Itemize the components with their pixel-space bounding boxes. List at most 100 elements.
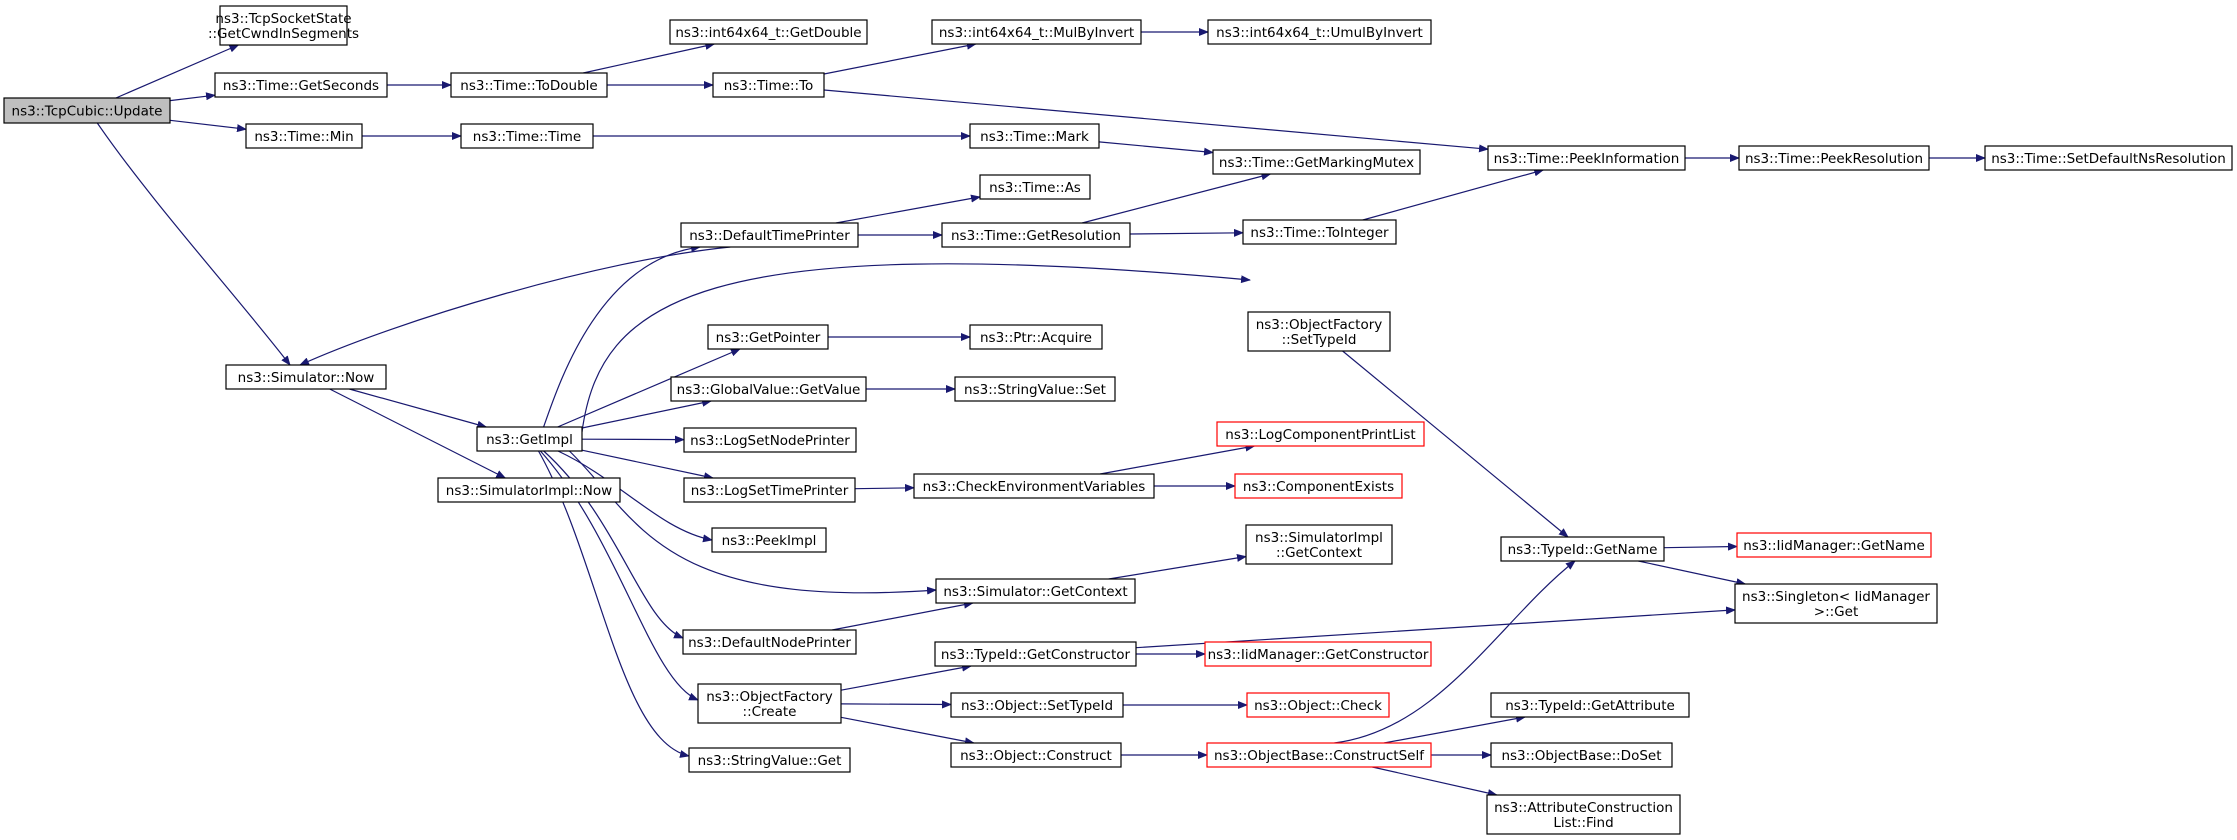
- node-mutex[interactable]: ns3::Time::GetMarkingMutex: [1212, 149, 1421, 175]
- node-simimplnow[interactable]: ns3::SimulatorImpl::Now: [437, 477, 621, 503]
- edge-tidgetname-to-iidgetname: [1663, 542, 1738, 551]
- node-singleton[interactable]: ns3::Singleton< IidManager >::Get: [1734, 583, 1938, 624]
- node-tidgetname[interactable]: ns3::TypeId::GetName: [1500, 536, 1665, 562]
- node-label: ::Create: [743, 704, 797, 720]
- node-box: [688, 747, 851, 773]
- node-label: ns3::Time::As: [989, 180, 1081, 196]
- node-label: ns3::TcpSocketState: [215, 11, 351, 27]
- node-tidgetctor[interactable]: ns3::TypeId::GetConstructor: [934, 641, 1137, 667]
- edge-getimpl-to-lstp: [581, 449, 714, 481]
- node-box: [219, 5, 348, 46]
- node-iidgetctor[interactable]: ns3::IidManager::GetConstructor: [1204, 641, 1432, 667]
- edge-getimpl-to-getpointer: [557, 348, 741, 428]
- node-label: ns3::DefaultTimePrinter: [689, 228, 850, 244]
- node-box: [707, 324, 829, 350]
- node-to[interactable]: ns3::Time::To: [712, 72, 825, 98]
- node-iidgetname[interactable]: ns3::IidManager::GetName: [1736, 532, 1932, 558]
- node-peekimpl[interactable]: ns3::PeekImpl: [711, 527, 827, 553]
- node-min[interactable]: ns3::Time::Min: [245, 123, 363, 149]
- node-ofcreate[interactable]: ns3::ObjectFactory::Create: [697, 683, 842, 724]
- node-objsettype[interactable]: ns3::Object::SetTypeId: [950, 692, 1124, 718]
- node-simnow[interactable]: ns3::Simulator::Now: [225, 364, 387, 390]
- node-label: ns3::ObjectBase::ConstructSelf: [1214, 748, 1425, 764]
- node-box: [913, 473, 1155, 499]
- node-box: [460, 123, 594, 149]
- node-obconstructself[interactable]: ns3::ObjectBase::ConstructSelf: [1206, 742, 1432, 768]
- node-timetime[interactable]: ns3::Time::Time: [460, 123, 594, 149]
- node-svset[interactable]: ns3::StringValue::Set: [954, 376, 1116, 402]
- edge-getimpl-to-deftp: [543, 244, 701, 428]
- node-box: [1212, 149, 1421, 175]
- node-setdefres[interactable]: ns3::Time::SetDefaultNsResolution: [1984, 145, 2233, 171]
- node-label: ns3::Time::GetSeconds: [223, 78, 379, 94]
- node-peekinfo[interactable]: ns3::Time::PeekInformation: [1487, 145, 1686, 171]
- node-gvgetvalue[interactable]: ns3::GlobalValue::GetValue: [670, 376, 867, 402]
- node-box: [979, 174, 1091, 200]
- node-label: ns3::Time::GetMarkingMutex: [1219, 155, 1414, 171]
- node-label: ns3::DefaultNodePrinter: [688, 635, 851, 651]
- node-box: [1487, 145, 1686, 171]
- node-label: >::Get: [1814, 604, 1858, 620]
- node-box: [935, 578, 1136, 604]
- node-label: ns3::Ptr::Acquire: [980, 330, 1092, 346]
- node-objconstruct[interactable]: ns3::Object::Construct: [950, 742, 1122, 768]
- edge-tointeger-to-peekinfo: [1362, 168, 1545, 221]
- node-label: ns3::CheckEnvironmentVariables: [923, 479, 1146, 495]
- node-label: ns3::ObjectFactory: [706, 689, 833, 705]
- edge-mark-to-mutex: [1098, 141, 1214, 156]
- node-compexists[interactable]: ns3::ComponentExists: [1234, 473, 1403, 499]
- node-checkenv[interactable]: ns3::CheckEnvironmentVariables: [913, 473, 1155, 499]
- node-ptracquire[interactable]: ns3::Ptr::Acquire: [969, 324, 1103, 350]
- node-box: [1245, 524, 1393, 565]
- edge-to-to-peekinfo: [823, 89, 1489, 153]
- node-todouble[interactable]: ns3::Time::ToDouble: [450, 72, 608, 98]
- node-umulbyinv[interactable]: ns3::int64x64_t::UmulByInvert: [1207, 19, 1432, 45]
- edge-ofcreate-to-objconstruct: [840, 716, 975, 746]
- node-label: ns3::int64x64_t::GetDouble: [675, 25, 861, 41]
- node-getpointer[interactable]: ns3::GetPointer: [707, 324, 829, 350]
- node-getdouble[interactable]: ns3::int64x64_t::GetDouble: [669, 19, 868, 45]
- node-simgetctx[interactable]: ns3::Simulator::GetContext: [935, 578, 1136, 604]
- node-defnp[interactable]: ns3::DefaultNodePrinter: [682, 629, 857, 655]
- node-update[interactable]: ns3::TcpCubic::Update: [3, 97, 171, 124]
- node-svget[interactable]: ns3::StringValue::Get: [688, 747, 851, 773]
- node-box: [683, 427, 857, 453]
- node-objcheck[interactable]: ns3::Object::Check: [1246, 692, 1390, 718]
- node-box: [931, 19, 1142, 45]
- node-label: ::GetContext: [1276, 545, 1362, 561]
- node-getimpl[interactable]: ns3::GetImpl: [476, 426, 583, 452]
- node-getres[interactable]: ns3::Time::GetResolution: [941, 222, 1131, 248]
- node-deftp[interactable]: ns3::DefaultTimePrinter: [680, 222, 859, 248]
- node-tointeger[interactable]: ns3::Time::ToInteger: [1242, 219, 1397, 245]
- node-label: ns3::AttributeConstruction: [1494, 800, 1673, 816]
- node-mark[interactable]: ns3::Time::Mark: [969, 123, 1100, 149]
- node-lcpl[interactable]: ns3::LogComponentPrintList: [1216, 421, 1425, 447]
- node-box: [1486, 794, 1681, 835]
- edge-update-to-getseconds: [169, 92, 216, 102]
- node-label: ns3::GlobalValue::GetValue: [677, 382, 861, 398]
- node-box: [450, 72, 608, 98]
- node-as[interactable]: ns3::Time::As: [979, 174, 1091, 200]
- edge-getimpl-to-peekimpl: [557, 450, 713, 543]
- node-obdoset[interactable]: ns3::ObjectBase::DoSet: [1490, 742, 1673, 768]
- node-box: [712, 72, 825, 98]
- edge-getimpl-to-ofsettype: [581, 263, 1251, 432]
- node-tidgetattr[interactable]: ns3::TypeId::GetAttribute: [1490, 692, 1690, 718]
- node-label: ns3::SimulatorImpl::Now: [446, 483, 612, 499]
- node-box: [680, 222, 859, 248]
- node-cwnd[interactable]: ns3::TcpSocketState::GetCwndInSegments: [208, 5, 359, 46]
- node-peekres[interactable]: ns3::Time::PeekResolution: [1738, 145, 1930, 171]
- edge-ofsettype-to-tidgetname: [1342, 350, 1569, 538]
- node-simimplctx[interactable]: ns3::SimulatorImpl::GetContext: [1245, 524, 1393, 565]
- node-lsnp[interactable]: ns3::LogSetNodePrinter: [683, 427, 857, 453]
- node-lstp[interactable]: ns3::LogSetTimePrinter: [683, 477, 856, 503]
- node-label: ns3::ObjectBase::DoSet: [1501, 748, 1661, 764]
- node-mulbyinv[interactable]: ns3::int64x64_t::MulByInvert: [931, 19, 1142, 45]
- node-box: [1216, 421, 1425, 447]
- node-getseconds[interactable]: ns3::Time::GetSeconds: [214, 72, 388, 98]
- edge-update-to-min: [169, 119, 247, 133]
- node-ofsettype[interactable]: ns3::ObjectFactory::SetTypeId: [1247, 311, 1391, 352]
- node-box: [437, 477, 621, 503]
